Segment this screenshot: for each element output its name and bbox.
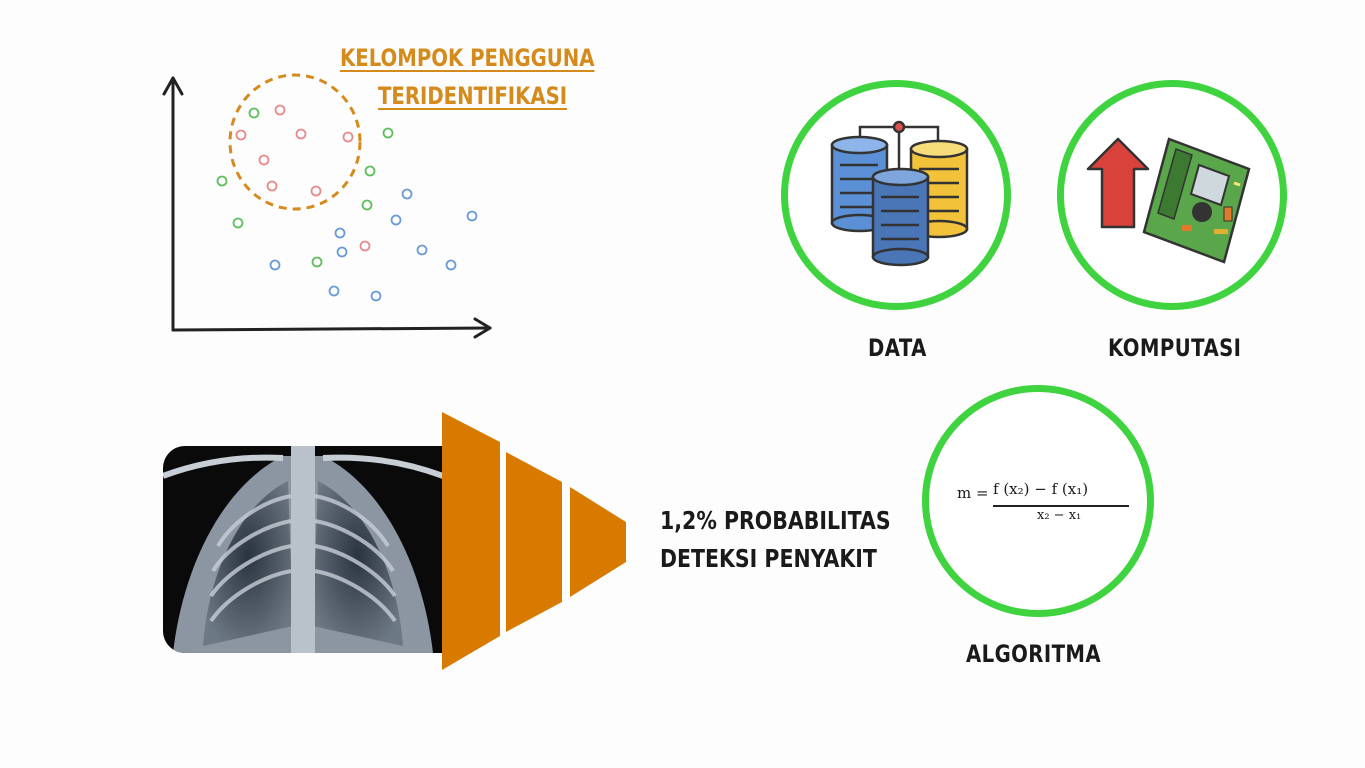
cluster-title-line2: TERIDENTIFIKASI — [378, 82, 568, 110]
point-blue — [334, 227, 346, 239]
algorithm-label: ALGORITMA — [966, 640, 1102, 668]
xray-illustration — [163, 446, 443, 653]
point-blue — [328, 285, 340, 297]
data-ring — [781, 80, 1011, 310]
point-pink — [295, 128, 307, 140]
formula-denominator: x₂ − x₁ — [1037, 508, 1082, 523]
x-axis — [171, 317, 492, 339]
point-green — [248, 107, 260, 119]
point-blue — [401, 188, 413, 200]
point-blue — [445, 259, 457, 271]
y-axis — [162, 76, 184, 332]
cluster-title-line1: KELOMPOK PENGGUNA — [340, 44, 595, 72]
scatter-plot-svg — [162, 73, 492, 339]
point-green — [216, 175, 228, 187]
data-label: DATA — [868, 334, 927, 362]
point-pink — [310, 185, 322, 197]
point-blue — [416, 244, 428, 256]
point-blue — [269, 259, 281, 271]
cylinder-center — [871, 167, 930, 267]
compute-icon — [1086, 137, 1251, 264]
result-line2: DETEKSI PENYAKIT — [660, 544, 877, 573]
point-green — [364, 165, 376, 177]
point-blue — [336, 246, 348, 258]
scatter-plot — [150, 60, 510, 350]
funnel-layer-2 — [506, 452, 562, 632]
point-green — [232, 217, 244, 229]
motherboard-icon — [1142, 137, 1251, 264]
point-pink — [235, 129, 247, 141]
formula-lhs: m = — [957, 484, 989, 502]
result-line1: 1,2% PROBABILITAS — [660, 506, 891, 535]
compute-label: KOMPUTASI — [1108, 334, 1242, 362]
point-green — [361, 199, 373, 211]
point-blue — [466, 210, 478, 222]
chest-xray-image — [163, 446, 443, 653]
data-points — [216, 104, 478, 302]
point-pink — [258, 154, 270, 166]
cluster-outline — [228, 73, 362, 211]
formula: m = f (x₂) − f (x₁) x₂ − x₁ — [949, 476, 1129, 536]
point-pink — [342, 131, 354, 143]
point-blue — [390, 214, 402, 226]
fraction-bar — [993, 505, 1129, 507]
point-green — [311, 256, 323, 268]
formula-numerator: f (x₂) − f (x₁) — [993, 480, 1089, 498]
funnel-layer-3 — [570, 487, 626, 597]
point-pink — [359, 240, 371, 252]
point-pink — [266, 180, 278, 192]
point-pink — [274, 104, 286, 116]
arrow-up-icon — [1086, 137, 1150, 229]
database-icon — [830, 120, 969, 267]
point-blue — [370, 290, 382, 302]
algorithm-ring: m = f (x₂) − f (x₁) x₂ − x₁ — [922, 385, 1154, 617]
funnel-layers — [442, 412, 626, 670]
funnel-layer-1 — [442, 412, 500, 670]
point-green — [382, 127, 394, 139]
compute-ring — [1057, 80, 1287, 310]
